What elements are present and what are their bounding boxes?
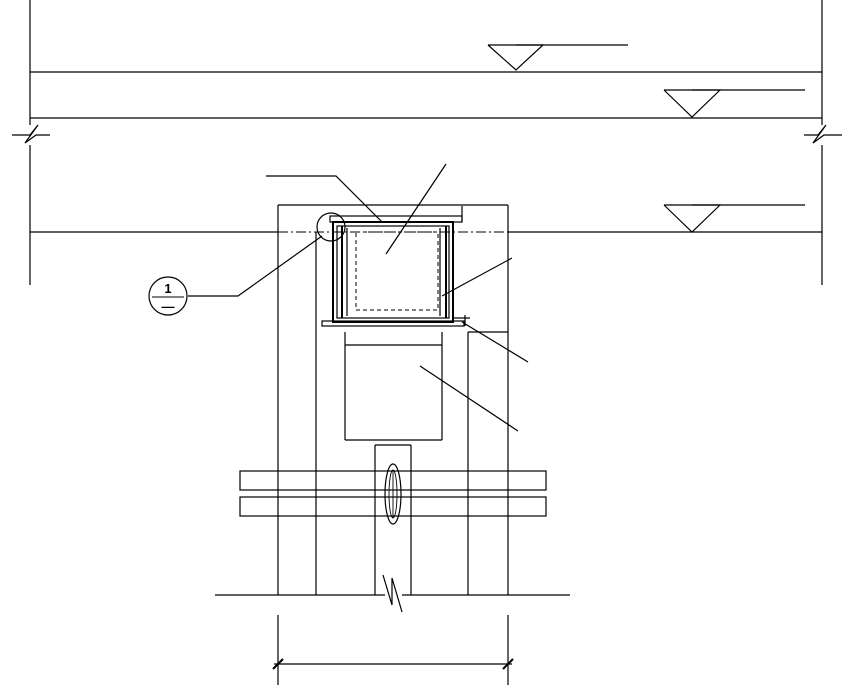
bolt-icon: [384, 463, 402, 525]
slab-outline: [29, 0, 823, 285]
zigzag-break-icon: [12, 124, 842, 144]
leader-lines: [188, 163, 529, 432]
lower-block: [344, 332, 443, 441]
detail-circle-icon: [316, 212, 346, 242]
steel-box-assembly: [321, 206, 470, 327]
detail-sheet: —: [162, 299, 175, 314]
stem: [215, 444, 570, 613]
detail-bubble: 1 —: [148, 276, 188, 316]
detail-number: 1: [164, 281, 171, 296]
dimension-line: [272, 615, 514, 685]
column-outline: [277, 204, 509, 595]
triangle-level-marker-icon: [487, 44, 805, 233]
